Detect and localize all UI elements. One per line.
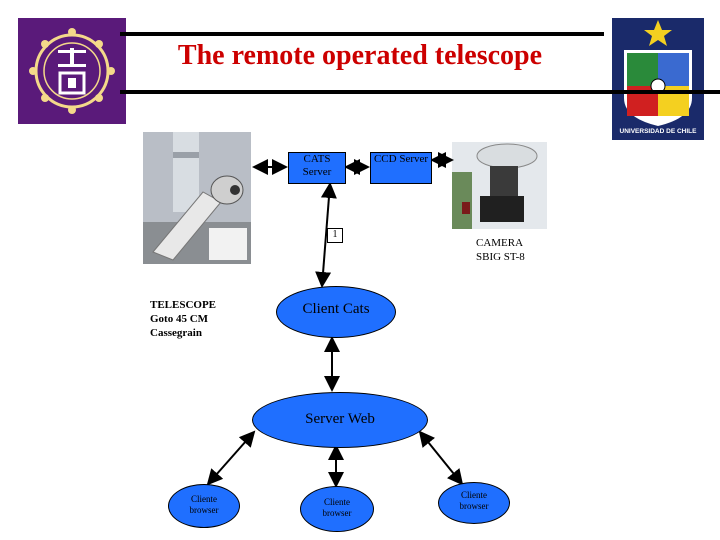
cats-client-link bbox=[315, 182, 337, 288]
left-university-logo bbox=[18, 18, 126, 124]
camera-label: CAMERA SBIG ST-8 bbox=[476, 236, 566, 264]
server-web-node: Server Web bbox=[252, 392, 428, 448]
telescope-label-line1: TELESCOPE bbox=[150, 299, 217, 311]
telescope-label: TELESCOPE Goto 45 CM Cassegrain bbox=[150, 298, 260, 340]
server-web-label: Server Web bbox=[305, 411, 375, 427]
browser-right-node: Cliente browser bbox=[438, 482, 510, 524]
camera-label-line1: CAMERA bbox=[476, 237, 524, 249]
uchile-logo-text: UNIVERSIDAD DE CHILE bbox=[619, 128, 697, 135]
browser-right-label: Cliente browser bbox=[459, 490, 489, 511]
web-browser-left-link bbox=[206, 430, 256, 486]
seal-icon bbox=[29, 28, 115, 114]
browser-left-node: Cliente browser bbox=[168, 484, 240, 528]
browser-left-label: Cliente browser bbox=[189, 494, 219, 515]
camera-photo bbox=[452, 142, 547, 229]
cats-server-box: CATS Server bbox=[288, 152, 346, 184]
telescope-photo bbox=[143, 132, 251, 264]
telescope-label-line2: Goto 45 CM bbox=[150, 313, 209, 325]
client-cats-node: Client Cats bbox=[276, 286, 396, 338]
camera-label-line2: SBIG ST-8 bbox=[476, 251, 525, 263]
crest-icon bbox=[624, 20, 692, 126]
telescope-image-icon bbox=[143, 132, 251, 264]
client-cats-label: Client Cats bbox=[302, 301, 370, 317]
browser-center-node: Cliente browser bbox=[300, 486, 374, 532]
ccd-server-box: CCD Server bbox=[370, 152, 432, 184]
camera-image-icon bbox=[452, 142, 547, 229]
title-rule-bottom bbox=[120, 90, 720, 94]
telescope-label-line3: Cassegrain bbox=[150, 327, 202, 339]
browser-center-label: Cliente browser bbox=[322, 497, 352, 518]
right-university-logo: UNIVERSIDAD DE CHILE bbox=[612, 18, 704, 140]
slide-title: The remote operated telescope bbox=[177, 40, 543, 71]
title-rule-top bbox=[120, 32, 604, 36]
web-browser-right-link bbox=[418, 430, 464, 486]
step-number-1: 1 bbox=[327, 228, 343, 243]
